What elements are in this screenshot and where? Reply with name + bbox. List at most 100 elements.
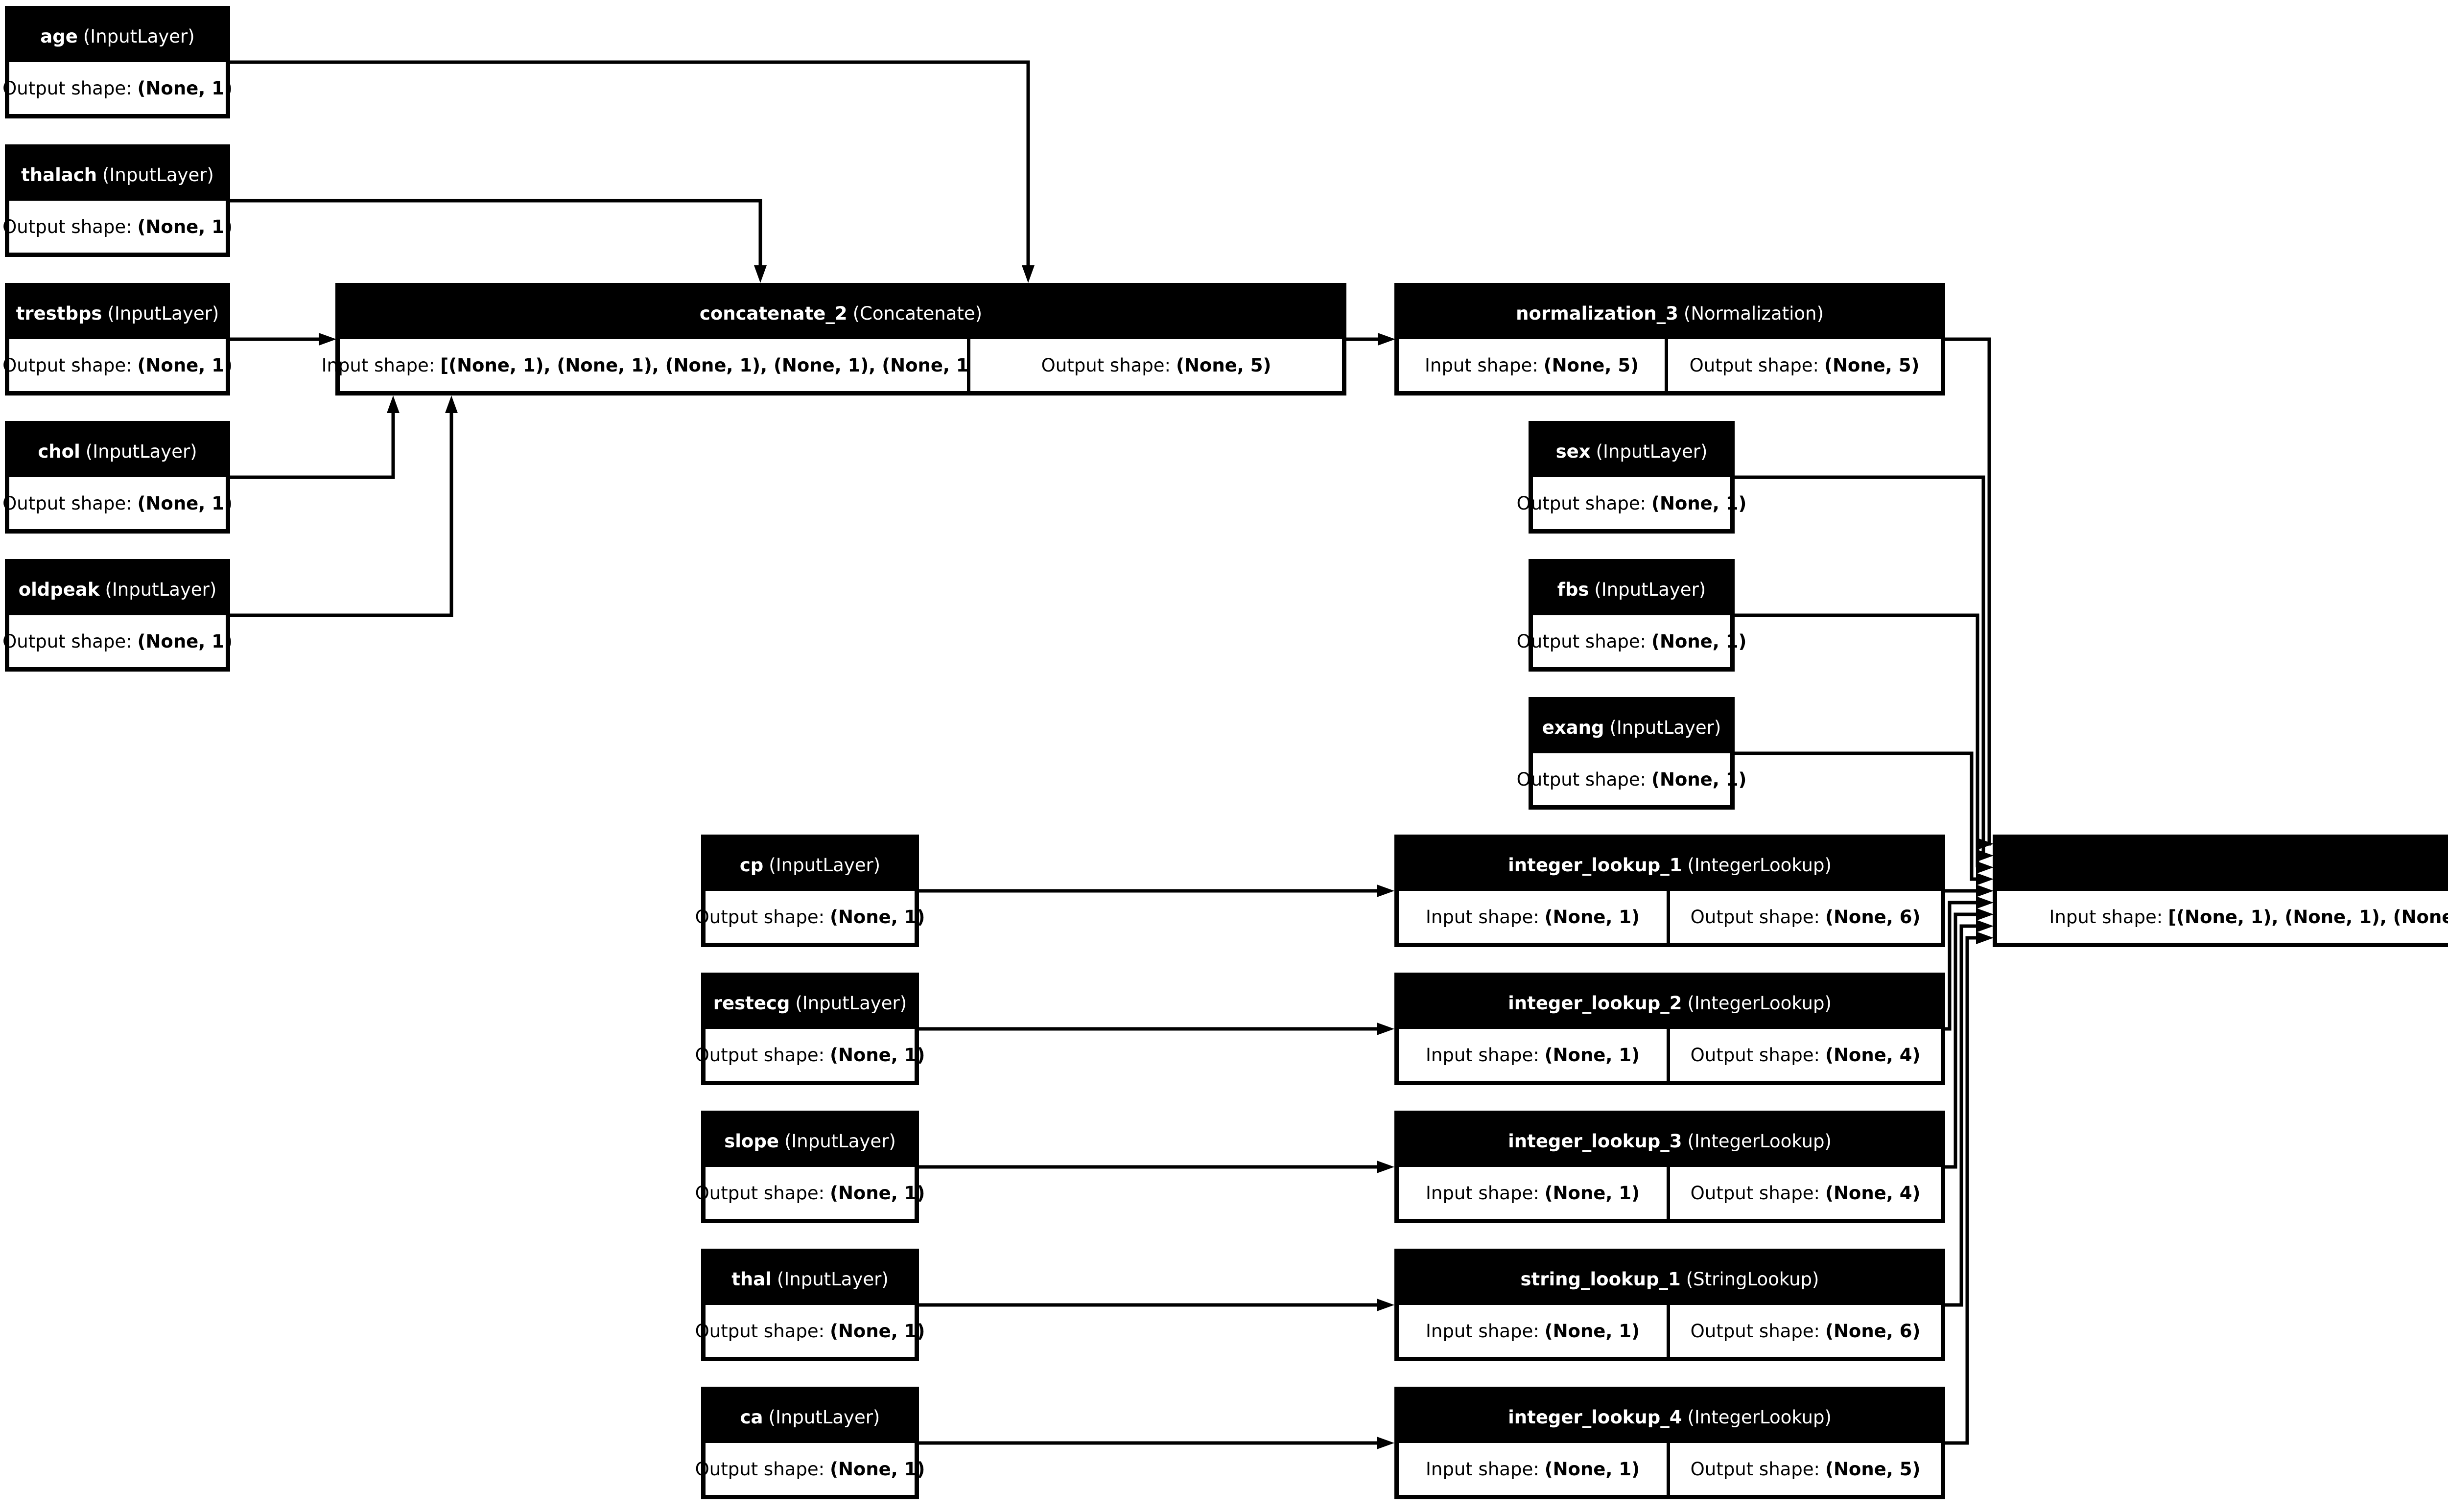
node-restecg: restecg(InputLayer) Output shape:(None, … bbox=[695, 973, 925, 1085]
node-trestbps-type: (InputLayer) bbox=[107, 302, 219, 324]
edge-sex-to-concatenate_3 bbox=[1735, 475, 1985, 858]
arrowhead-sex bbox=[1976, 849, 1994, 862]
node-fbs-title: fbs(InputLayer) bbox=[1533, 563, 1730, 615]
arrowhead-integer_lookup_2 bbox=[1976, 896, 1994, 909]
node-normalization_3-type: (Normalization) bbox=[1683, 302, 1824, 324]
node-oldpeak-output-shape: Output shape:(None, 1) bbox=[2, 615, 233, 667]
node-integer_lookup_3-type: (IntegerLookup) bbox=[1687, 1130, 1832, 1152]
node-slope-name: slope bbox=[724, 1130, 779, 1152]
node-slope-output-shape: Output shape:(None, 1) bbox=[695, 1167, 925, 1219]
node-string_lookup_1: string_lookup_1(StringLookup) Input shap… bbox=[1394, 1249, 1945, 1361]
edge-integer_lookup_4-to-concatenate_3 bbox=[1945, 936, 1977, 1445]
node-normalization_3-input-shape: Input shape:(None, 5) bbox=[1399, 339, 1665, 391]
node-sex-title: sex(InputLayer) bbox=[1533, 425, 1730, 477]
node-normalization_3-name: normalization_3 bbox=[1516, 302, 1678, 324]
edge-thalach-to-concatenate_2 bbox=[230, 199, 762, 267]
node-cp-title: cp(InputLayer) bbox=[706, 839, 915, 891]
node-thalach-name: thalach bbox=[21, 164, 97, 186]
node-exang-name: exang bbox=[1542, 717, 1604, 738]
node-ca: ca(InputLayer) Output shape:(None, 1) bbox=[695, 1387, 925, 1499]
node-thalach: thalach(InputLayer) Output shape:(None, … bbox=[2, 144, 233, 257]
node-age-output-shape: Output shape:(None, 1) bbox=[2, 62, 233, 114]
node-integer_lookup_1-title: integer_lookup_1(IntegerLookup) bbox=[1399, 839, 1941, 891]
node-exang-output-shape: Output shape:(None, 1) bbox=[1517, 753, 1746, 805]
node-integer_lookup_3-name: integer_lookup_3 bbox=[1508, 1130, 1682, 1152]
edge-integer_lookup_2-to-concatenate_3 bbox=[1945, 901, 1977, 1031]
arrowhead-normalization_3 bbox=[1976, 837, 1994, 850]
arrowhead-restecg bbox=[1377, 1023, 1394, 1035]
edge-oldpeak-to-concatenate_2 bbox=[230, 411, 453, 617]
node-restecg-title: restecg(InputLayer) bbox=[706, 977, 915, 1029]
node-thal-output-shape: Output shape:(None, 1) bbox=[695, 1305, 925, 1357]
edge-string_lookup_1-to-concatenate_3 bbox=[1945, 924, 1977, 1307]
arrowhead-ca bbox=[1377, 1437, 1394, 1449]
node-integer_lookup_2: integer_lookup_2(IntegerLookup) Input sh… bbox=[1394, 973, 1945, 1085]
node-integer_lookup_2-name: integer_lookup_2 bbox=[1508, 992, 1682, 1014]
node-concatenate_2-title: concatenate_2(Concatenate) bbox=[340, 287, 1342, 339]
node-integer_lookup_4-title: integer_lookup_4(IntegerLookup) bbox=[1399, 1391, 1941, 1443]
node-integer_lookup_4-name: integer_lookup_4 bbox=[1508, 1406, 1682, 1428]
node-fbs-type: (InputLayer) bbox=[1594, 579, 1706, 600]
node-string_lookup_1-output-shape: Output shape:(None, 6) bbox=[1667, 1305, 1941, 1357]
arrowhead-cp bbox=[1377, 884, 1394, 897]
arrowhead-age bbox=[1022, 265, 1035, 283]
node-integer_lookup_4-type: (IntegerLookup) bbox=[1687, 1406, 1832, 1428]
node-concatenate_3-input-shape: Input shape:[(None, 1), (None, 1), (None… bbox=[1997, 891, 2448, 943]
node-integer_lookup_1: integer_lookup_1(IntegerLookup) Input sh… bbox=[1394, 835, 1945, 947]
node-integer_lookup_3-title: integer_lookup_3(IntegerLookup) bbox=[1399, 1115, 1941, 1167]
arrowhead-oldpeak bbox=[445, 395, 458, 413]
node-thal-type: (InputLayer) bbox=[777, 1268, 889, 1290]
node-chol: chol(InputLayer) Output shape:(None, 1) bbox=[2, 421, 233, 534]
arrowhead-integer_lookup_1 bbox=[1976, 884, 1994, 897]
node-ca-title: ca(InputLayer) bbox=[706, 1391, 915, 1443]
node-concatenate_2-type: (Concatenate) bbox=[852, 302, 983, 324]
node-cp-type: (InputLayer) bbox=[769, 854, 881, 876]
node-concatenate_2-input-shape: Input shape:[(None, 1), (None, 1), (None… bbox=[322, 339, 985, 391]
node-integer_lookup_4: integer_lookup_4(IntegerLookup) Input sh… bbox=[1394, 1387, 1945, 1499]
node-concatenate_2-output-shape: Output shape:(None, 5) bbox=[967, 339, 1342, 391]
node-ca-type: (InputLayer) bbox=[768, 1406, 880, 1428]
node-fbs-name: fbs bbox=[1557, 579, 1589, 600]
node-slope: slope(InputLayer) Output shape:(None, 1) bbox=[695, 1111, 925, 1223]
node-normalization_3-title: normalization_3(Normalization) bbox=[1399, 287, 1941, 339]
node-exang-title: exang(InputLayer) bbox=[1533, 701, 1730, 753]
node-integer_lookup_4-input-shape: Input shape:(None, 1) bbox=[1399, 1443, 1667, 1495]
edge-integer_lookup_3-to-concatenate_3 bbox=[1945, 912, 1977, 1169]
node-concatenate_2: concatenate_2(Concatenate) Input shape:[… bbox=[322, 283, 1346, 395]
arrowhead-exang bbox=[1976, 873, 1994, 885]
node-cp: cp(InputLayer) Output shape:(None, 1) bbox=[695, 835, 925, 947]
edge-age-to-concatenate_2 bbox=[230, 60, 1030, 267]
arrowhead-concatenate_2 bbox=[1378, 333, 1395, 346]
node-oldpeak-title: oldpeak(InputLayer) bbox=[9, 563, 226, 615]
arrowhead-trestbps bbox=[319, 333, 336, 346]
node-string_lookup_1-input-shape: Input shape:(None, 1) bbox=[1399, 1305, 1667, 1357]
node-age-type: (InputLayer) bbox=[83, 25, 195, 47]
node-fbs-output-shape: Output shape:(None, 1) bbox=[1517, 615, 1746, 667]
node-ca-output-shape: Output shape:(None, 1) bbox=[695, 1443, 925, 1495]
node-integer_lookup_2-type: (IntegerLookup) bbox=[1687, 992, 1832, 1014]
arrowhead-integer_lookup_4 bbox=[1976, 931, 1994, 944]
node-slope-type: (InputLayer) bbox=[784, 1130, 896, 1152]
node-integer_lookup_3-output-shape: Output shape:(None, 4) bbox=[1667, 1167, 1941, 1219]
node-trestbps-name: trestbps bbox=[16, 302, 102, 324]
node-thal: thal(InputLayer) Output shape:(None, 1) bbox=[695, 1249, 925, 1361]
node-integer_lookup_2-title: integer_lookup_2(IntegerLookup) bbox=[1399, 977, 1941, 1029]
arrowhead-thal bbox=[1377, 1299, 1394, 1311]
node-integer_lookup_2-input-shape: Input shape:(None, 1) bbox=[1399, 1029, 1667, 1081]
node-slope-title: slope(InputLayer) bbox=[706, 1115, 915, 1167]
node-sex-name: sex bbox=[1555, 441, 1591, 462]
node-chol-title: chol(InputLayer) bbox=[9, 425, 226, 477]
edge-chol-to-concatenate_2 bbox=[230, 411, 395, 479]
arrowhead-string_lookup_1 bbox=[1976, 920, 1994, 932]
node-oldpeak: oldpeak(InputLayer) Output shape:(None, … bbox=[2, 559, 233, 672]
node-sex: sex(InputLayer) Output shape:(None, 1) bbox=[1517, 421, 1746, 534]
node-integer_lookup_3: integer_lookup_3(IntegerLookup) Input sh… bbox=[1394, 1111, 1945, 1223]
node-age-name: age bbox=[40, 25, 78, 47]
node-cp-name: cp bbox=[739, 854, 764, 876]
arrowhead-integer_lookup_3 bbox=[1976, 908, 1994, 921]
node-restecg-name: restecg bbox=[713, 992, 790, 1014]
node-trestbps-title: trestbps(InputLayer) bbox=[9, 287, 226, 339]
node-integer_lookup_3-input-shape: Input shape:(None, 1) bbox=[1399, 1167, 1667, 1219]
